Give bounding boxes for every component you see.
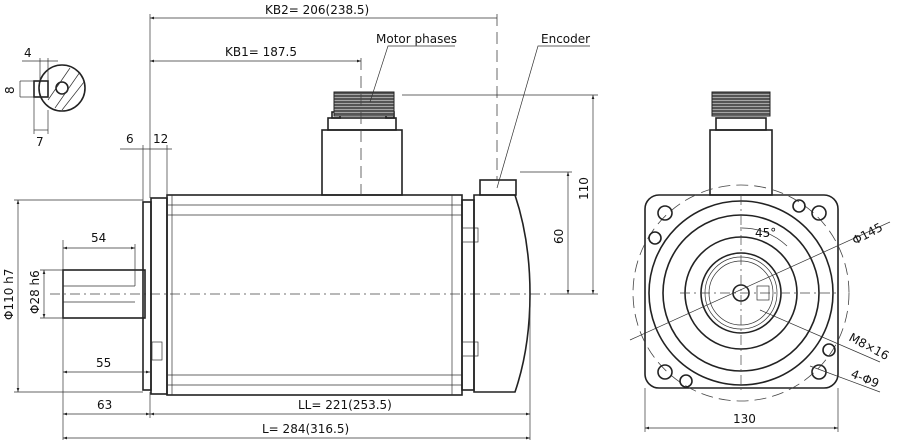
dim-6-label: 6 — [126, 132, 134, 146]
shaft-section-circle — [38, 64, 86, 112]
dim-55-label: 55 — [96, 356, 111, 370]
power-connector-thread — [333, 91, 395, 117]
shaft-key-section: 4 8 7 — [3, 46, 86, 149]
flange-pilot — [142, 201, 152, 391]
dimensions: KB2= 206(238.5) KB1= 187.5 Motor phases … — [2, 3, 598, 440]
front-connector-thread — [711, 91, 771, 117]
kb2-label: KB2= 206(238.5) — [265, 3, 369, 17]
key-height-label: 8 — [3, 86, 17, 94]
angle-45-label: 45° — [755, 226, 776, 240]
holes-label: 4-Φ9 — [849, 367, 881, 391]
dim-60-label: 60 — [552, 229, 566, 244]
encoder-cover — [473, 194, 531, 393]
dim-63-label: 63 — [97, 398, 112, 412]
pcd-circle — [632, 184, 850, 402]
dia-145-label: Φ145 — [850, 220, 885, 248]
dim-54-label: 54 — [91, 231, 106, 245]
key-depth-label: 7 — [36, 135, 44, 149]
encoder-connector — [479, 179, 517, 196]
motor-phases-label: Motor phases — [376, 32, 457, 46]
front-view: 45° Φ145 M8×16 4-Φ9 130 — [629, 91, 892, 432]
dim-130-label: 130 — [733, 412, 756, 426]
l-label: L= 284(316.5) — [262, 422, 349, 436]
encoder-label: Encoder — [541, 32, 590, 46]
key-rect — [33, 80, 49, 98]
key-width-label: 4 — [24, 46, 32, 60]
dim-110-label: 110 — [577, 177, 591, 200]
motor-body — [166, 194, 463, 396]
m8-thread-label: M8×16 — [847, 330, 892, 363]
dim-12-label: 12 — [153, 132, 168, 146]
dia-28-label: Φ28 h6 — [28, 270, 42, 314]
kb1-label: KB1= 187.5 — [225, 45, 297, 59]
flange — [150, 197, 168, 395]
flange-square — [644, 194, 839, 389]
dia-110-label: Φ110 h7 — [2, 269, 16, 320]
ll-label: LL= 221(253.5) — [298, 398, 392, 412]
power-connector-body — [321, 129, 403, 196]
